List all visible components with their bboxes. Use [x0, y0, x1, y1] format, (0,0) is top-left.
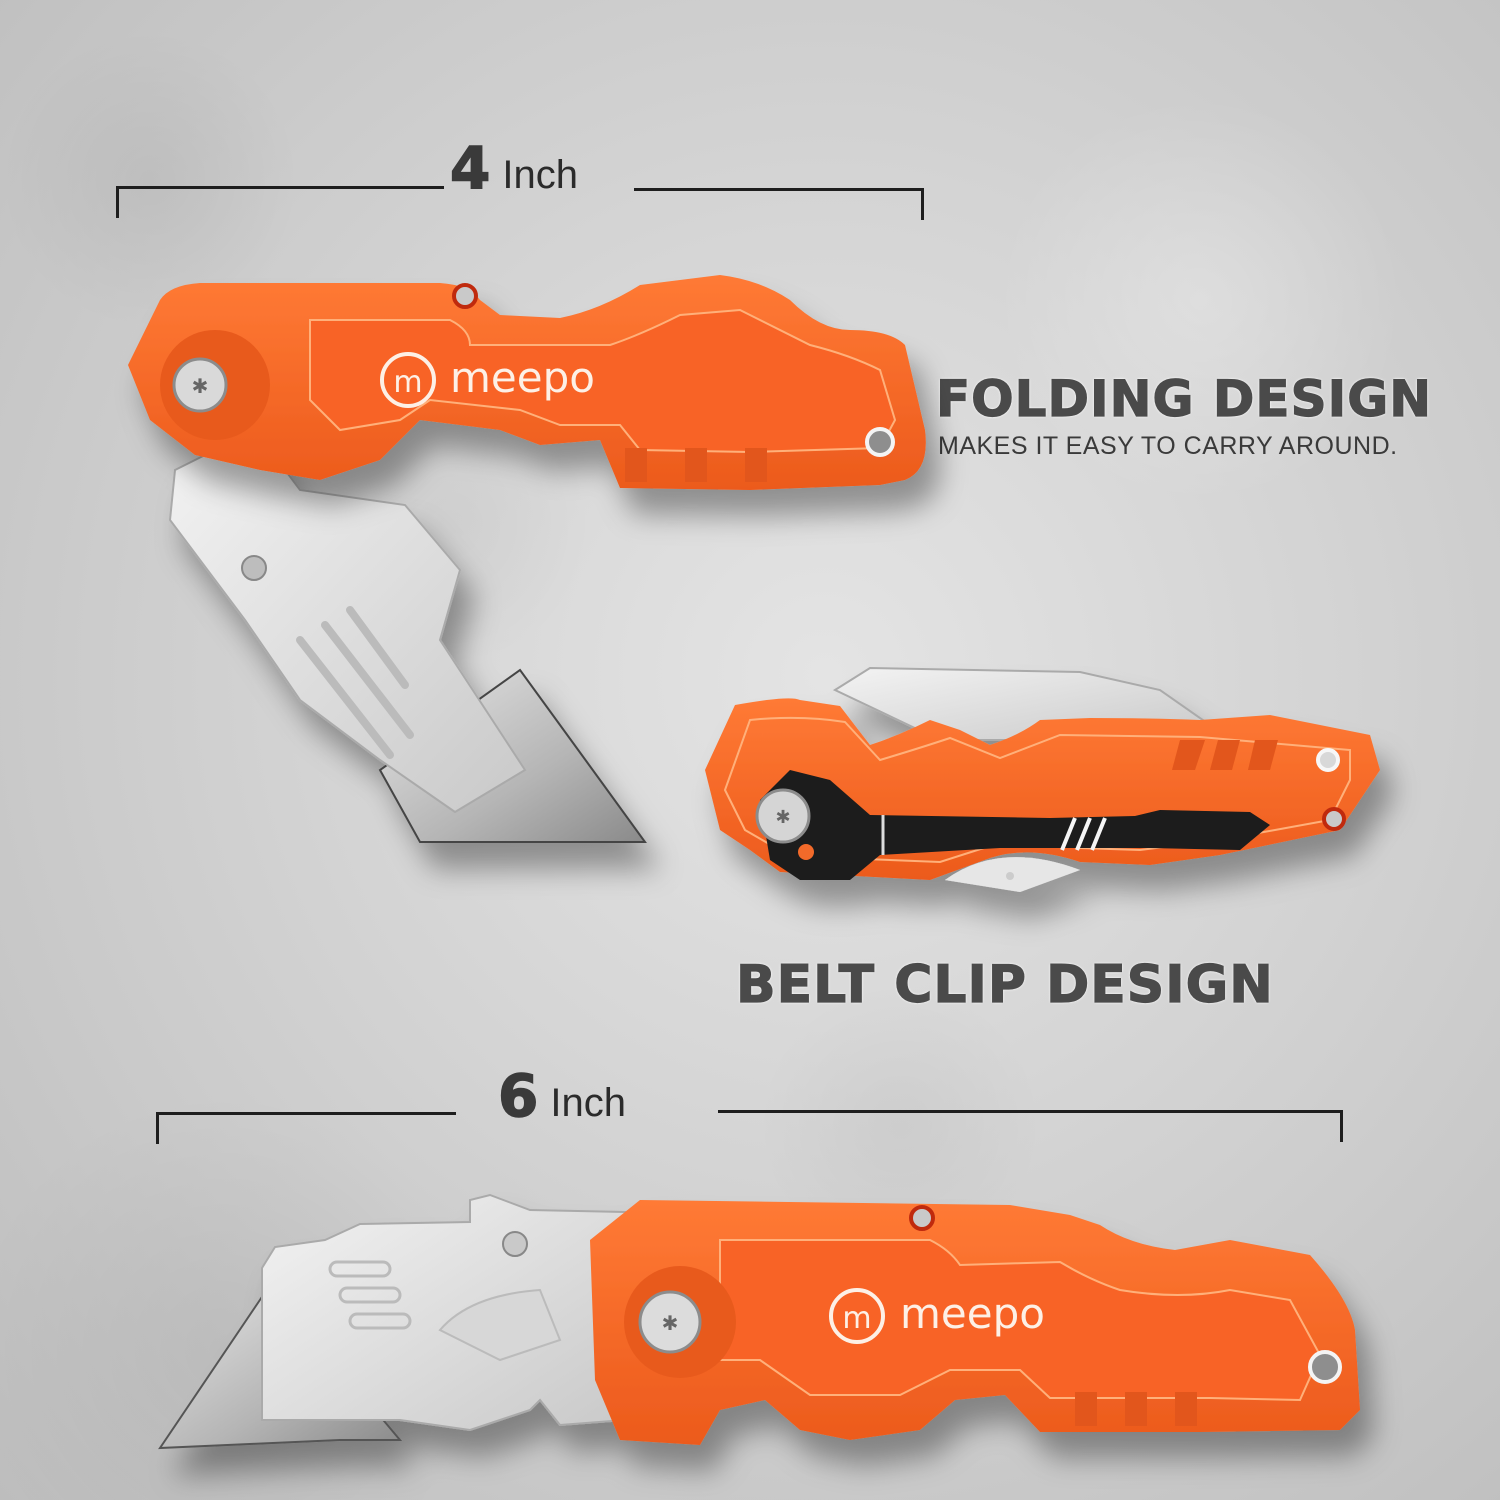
dimension-value: 6	[497, 1061, 539, 1131]
meepo-logo-mark-icon	[829, 1288, 885, 1344]
brand-mark: m	[393, 365, 422, 400]
dimension-line-right	[634, 188, 924, 191]
dimension-tick-left	[116, 186, 119, 218]
svg-text:✱: ✱	[192, 376, 209, 398]
brand-name: meepo	[450, 353, 595, 402]
svg-text:✱: ✱	[662, 1313, 679, 1335]
dimension-line-right	[718, 1110, 1343, 1113]
dimension-tick-right	[1340, 1110, 1343, 1142]
folding-design-title: FOLDING DESIGN	[935, 369, 1433, 428]
dimension-tick-left	[156, 1112, 159, 1144]
knife-top-blade-assembly	[168, 428, 647, 843]
dimension-unit: Inch	[550, 1081, 626, 1125]
dimension-unit: Inch	[502, 153, 578, 197]
belt-clip-design-title: BELT CLIP DESIGN	[735, 954, 1274, 1015]
svg-text:✱: ✱	[775, 807, 790, 827]
dimension-label: 4 Inch	[449, 133, 578, 203]
knife-middle-belt-clip: ✱	[705, 666, 1380, 892]
folding-design-subtitle: MAKES IT EASY TO CARRY AROUND.	[938, 432, 1398, 460]
knife-top-handle: ✱ m meepo	[128, 275, 926, 490]
dimension-label: 6 Inch	[497, 1061, 626, 1131]
dimension-value: 4	[449, 133, 491, 203]
meepo-logo-mark-icon	[380, 352, 436, 408]
brand-mark: m	[842, 1301, 871, 1336]
dimension-line-left	[156, 1112, 456, 1115]
dimension-tick-right	[921, 188, 924, 220]
dimension-line-left	[116, 186, 444, 189]
brand-name: meepo	[900, 1289, 1045, 1338]
knife-bottom-open: ✱ m meepo	[158, 1193, 1360, 1450]
